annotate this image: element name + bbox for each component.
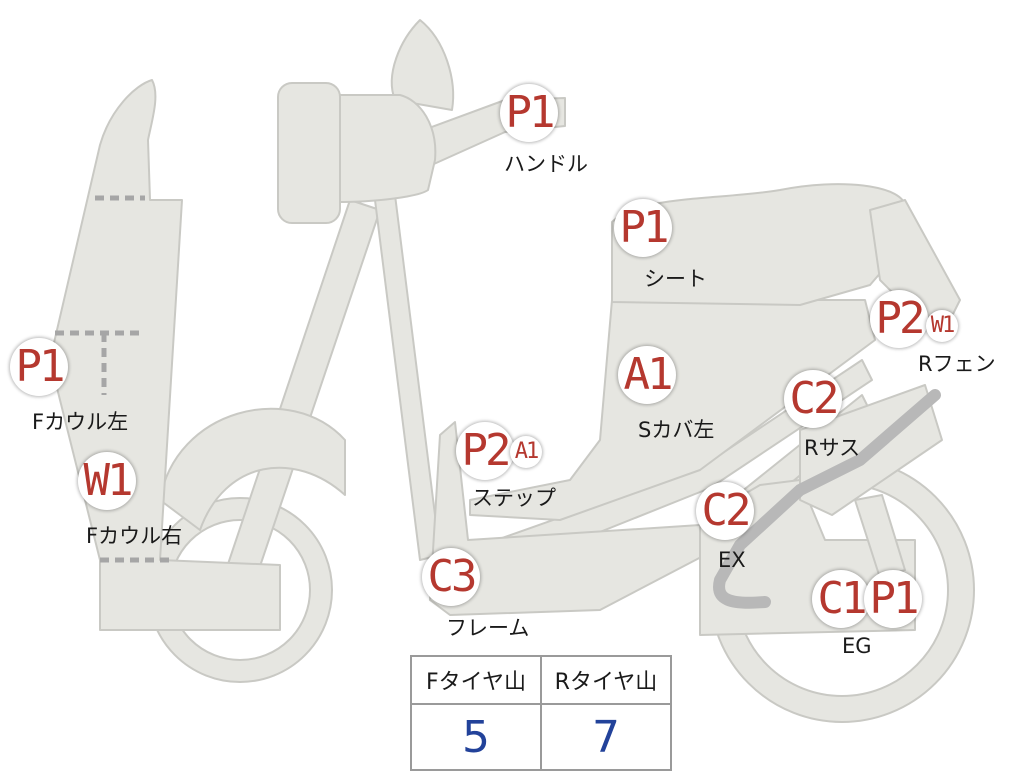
damage-badge: C2 (784, 370, 842, 428)
steering-stem (374, 194, 441, 561)
part-label: EX (718, 548, 746, 572)
part-label: ハンドル (504, 152, 588, 176)
rear-tire-tread-value: 7 (540, 703, 672, 771)
damage-badge: W1 (926, 310, 958, 342)
part-label: EG (842, 634, 872, 658)
damage-badge: P1 (10, 338, 68, 396)
part-label: フレーム (446, 616, 530, 640)
damage-badge: P1 (500, 84, 558, 142)
part-label: Rサス (804, 436, 861, 460)
part-label: ステップ (472, 486, 556, 510)
damage-badge: C2 (696, 482, 754, 540)
damage-badge: A1 (510, 436, 542, 468)
part-label: Fカウル右 (86, 524, 183, 548)
damage-badge: P2 (870, 290, 928, 348)
damage-badge: W1 (78, 452, 136, 510)
front-tire-tread-value: 5 (410, 703, 542, 771)
rear-shock-arm (854, 494, 906, 579)
part-label: Sカバ左 (638, 418, 715, 442)
front-light-housing (277, 82, 341, 224)
exhaust-pipe (713, 389, 941, 609)
damage-badge: C3 (422, 548, 480, 606)
part-label: Fカウル左 (32, 410, 129, 434)
headlight (390, 19, 455, 111)
damage-badge: C1 (812, 570, 870, 628)
part-label: Rフェン (918, 352, 996, 376)
tread-header-row: Fタイヤ山 Rタイヤ山 (410, 655, 672, 705)
damage-badge: P1 (864, 570, 922, 628)
tread-value-row: 5 7 (410, 703, 672, 771)
part-label: シート (644, 267, 707, 291)
front-tire-tread-header: Fタイヤ山 (410, 655, 542, 705)
rear-tire-tread-header: Rタイヤ山 (540, 655, 672, 705)
damage-badge: P1 (614, 199, 672, 257)
damage-badge: A1 (618, 346, 676, 404)
front-fender (159, 407, 346, 531)
tire-tread-table: Fタイヤ山 Rタイヤ山 5 7 (410, 655, 672, 771)
damage-badge: P2 (456, 422, 514, 480)
